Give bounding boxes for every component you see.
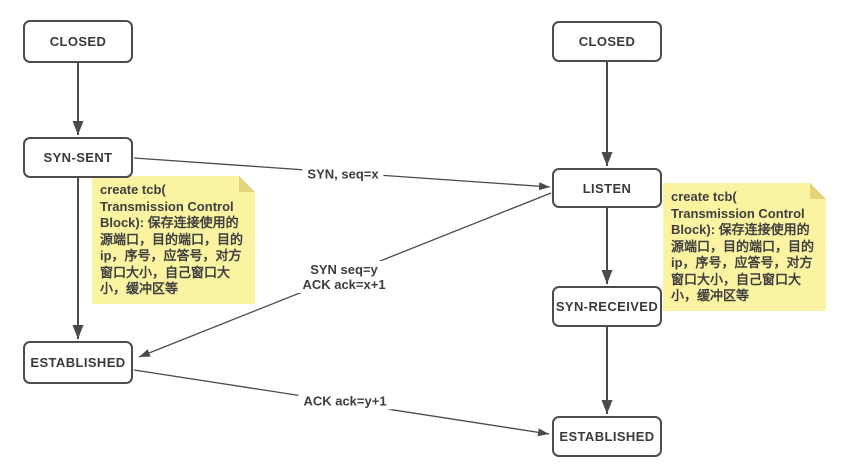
edge-label-synack-line1: SYN seq=y: [310, 262, 378, 277]
state-box-established-server: ESTABLISHED: [552, 416, 662, 457]
edge-label-syn: SYN, seq=x: [302, 165, 384, 183]
edge-label-synack-line2: ACK ack=x+1: [302, 277, 386, 292]
state-box-closed-client: CLOSED: [23, 20, 133, 63]
sticky-note-client-tcb: create tcb( Transmission Control Block):…: [92, 176, 255, 304]
state-box-syn-received: SYN-RECEIVED: [552, 286, 662, 327]
state-box-syn-sent: SYN-SENT: [23, 137, 133, 178]
edge-label-synack: SYN seq=y ACK ack=x+1: [297, 261, 391, 293]
sticky-note-server-tcb: create tcb( Transmission Control Block):…: [663, 183, 826, 311]
edge-label-ack: ACK ack=y+1: [298, 392, 392, 410]
state-box-closed-server: CLOSED: [552, 21, 662, 62]
state-box-listen: LISTEN: [552, 168, 662, 208]
state-box-established-client: ESTABLISHED: [23, 341, 133, 384]
